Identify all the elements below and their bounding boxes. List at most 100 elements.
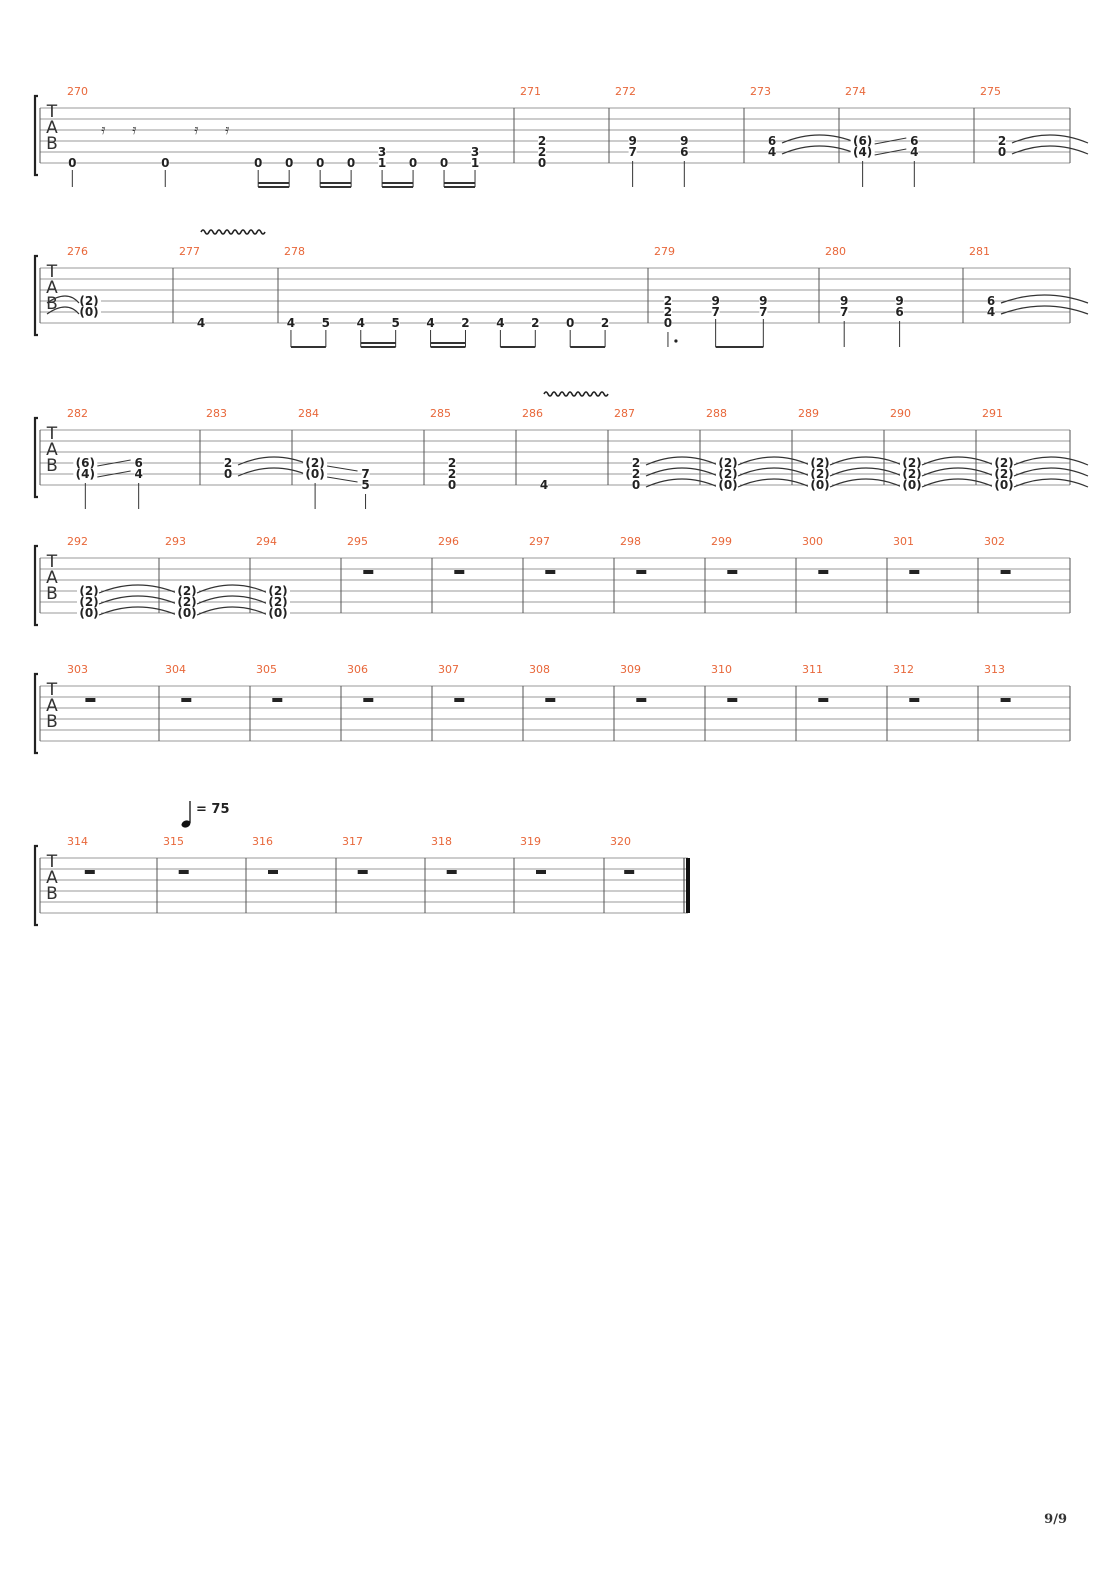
fret-number: 0	[538, 156, 546, 170]
fret-bg	[175, 585, 199, 596]
measure-number: 319	[520, 835, 541, 848]
fret-bg	[361, 479, 370, 490]
measure-number: 307	[438, 663, 459, 676]
fret-bg	[840, 306, 849, 317]
fret-bg	[895, 295, 904, 306]
measure-298: 298	[620, 535, 647, 574]
whole-rest	[818, 698, 829, 702]
whole-rest	[272, 698, 283, 702]
fret-number: 5	[391, 316, 399, 330]
measure-number: 314	[67, 835, 88, 848]
measure-number: 294	[256, 535, 277, 548]
measure-number: 316	[252, 835, 273, 848]
tie	[98, 595, 178, 605]
fret-bg	[716, 457, 740, 468]
tie	[829, 467, 903, 477]
fret-number: (0)	[902, 478, 921, 492]
fret-bg	[175, 596, 199, 607]
measure-number: 287	[614, 407, 635, 420]
tie	[829, 478, 903, 488]
fret-bg	[628, 146, 637, 157]
measure-274: 274(6)(4)64	[845, 85, 918, 187]
measure-number: 308	[529, 663, 550, 676]
tie	[1000, 294, 1089, 304]
fret-bg	[538, 157, 546, 168]
measure-number: 276	[67, 245, 88, 258]
fret-number: (2)	[79, 294, 98, 308]
fret-bg	[998, 135, 1006, 146]
tie	[46, 306, 80, 315]
tab-system: TAB282(6)(4)6428320284(2)(0)752852202864…	[33, 391, 1089, 509]
fret-number: (2)	[810, 467, 829, 481]
tab-clef-letter: B	[46, 134, 58, 154]
measure-number: 320	[610, 835, 631, 848]
tab-clef-letter: B	[46, 712, 58, 732]
tie	[237, 467, 311, 477]
measure-number: 293	[165, 535, 186, 548]
measure-number: 275	[980, 85, 1001, 98]
measure-number: 301	[893, 535, 914, 548]
fret-bg	[426, 317, 435, 328]
whole-rest	[363, 698, 374, 702]
fret-bg	[900, 457, 924, 468]
fret-bg	[910, 146, 919, 157]
whole-rest	[363, 570, 374, 574]
fret-number: (2)	[79, 595, 98, 609]
measure-number: 300	[802, 535, 823, 548]
measure-300: 300	[802, 535, 829, 574]
fret-number: 0	[254, 156, 262, 170]
fret-bg	[361, 468, 370, 479]
tab-clef-letter: A	[46, 278, 58, 298]
fret-number: 4	[134, 467, 142, 481]
fret-bg	[632, 457, 640, 468]
sixteenth-rest: 𝄿	[194, 122, 199, 138]
fret-bg	[850, 135, 875, 146]
measure-number: 272	[615, 85, 636, 98]
fret-bg	[266, 585, 290, 596]
fret-number: 4	[197, 316, 205, 330]
fret-bg	[538, 135, 546, 146]
measure-number: 317	[342, 835, 363, 848]
measure-312: 312	[893, 663, 920, 702]
fret-number: 0	[68, 156, 76, 170]
fret-number: 2	[998, 134, 1006, 148]
fret-bg	[531, 317, 540, 328]
fret-bg	[378, 146, 387, 157]
fret-number: 9	[759, 294, 767, 308]
fret-number: 0	[632, 478, 640, 492]
fret-bg	[540, 479, 548, 490]
fret-bg	[910, 135, 919, 146]
measure-number: 295	[347, 535, 368, 548]
fret-number: 4	[496, 316, 504, 330]
tie	[829, 456, 903, 466]
tab-clef-letter: B	[46, 884, 58, 904]
measure-number: 270	[67, 85, 88, 98]
fret-bg	[356, 317, 365, 328]
tie	[781, 134, 858, 144]
measure-number: 303	[67, 663, 88, 676]
measure-number: 283	[206, 407, 227, 420]
fret-bg	[808, 468, 832, 479]
fret-number: 6	[895, 305, 903, 319]
fret-number: (0)	[994, 478, 1013, 492]
fret-bg	[601, 317, 610, 328]
sixteenth-rest: 𝄿	[132, 122, 137, 138]
whole-rest	[624, 870, 635, 874]
slide-line	[97, 459, 131, 467]
tab-clef-letter: B	[46, 584, 58, 604]
measure-number: 318	[431, 835, 452, 848]
fret-number: 0	[566, 316, 574, 330]
whole-rest	[357, 870, 368, 874]
fret-number: 7	[628, 145, 636, 159]
measure-292: 292(2)(2)(0)	[67, 535, 178, 620]
fret-number: 5	[361, 478, 369, 492]
fret-number: (2)	[79, 584, 98, 598]
fret-number: 2	[664, 305, 672, 319]
fret-number: 2	[632, 456, 640, 470]
